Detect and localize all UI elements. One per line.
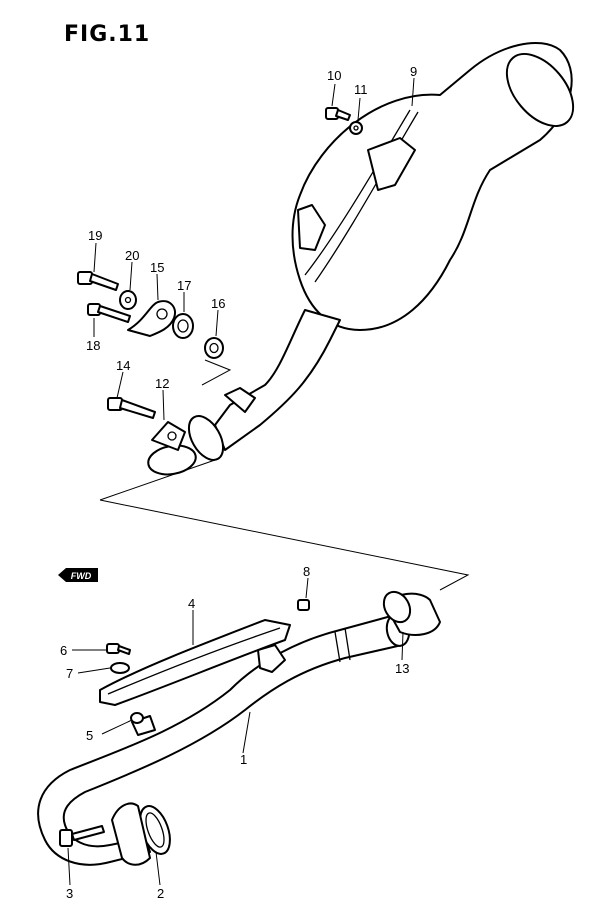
- heat-shield: [99, 619, 291, 706]
- muffler-inlet-pipe: [187, 309, 341, 461]
- bracket-15: [127, 300, 176, 337]
- callout-9: 9: [410, 64, 417, 79]
- callout-10: 10: [327, 68, 341, 83]
- callout-leaders: [67, 77, 415, 886]
- bolt-10: [325, 107, 351, 121]
- callout-13: 13: [395, 661, 409, 676]
- callout-12: 12: [155, 376, 169, 391]
- collar-16: [204, 337, 224, 359]
- fwd-badge-text: FWD: [71, 571, 92, 581]
- callout-2: 2: [157, 886, 164, 901]
- figure-title: FIG.11: [64, 22, 151, 47]
- grommet-17: [172, 313, 194, 339]
- callout-20: 20: [125, 248, 139, 263]
- assembly-line: [99, 459, 470, 591]
- callout-5: 5: [86, 728, 93, 743]
- assembly-line-hardware: [201, 359, 232, 386]
- bolt-19: [77, 271, 119, 291]
- callout-4: 4: [188, 596, 195, 611]
- callout-labels: 1 2 3 4 5 6 7 8 9 10 11 12 13 14 15 16 1…: [60, 64, 417, 901]
- stud-bolt-3: [59, 825, 105, 847]
- callout-17: 17: [177, 278, 191, 293]
- callout-3: 3: [66, 886, 73, 901]
- callout-18: 18: [86, 338, 100, 353]
- silencer-sleeve: [382, 590, 441, 636]
- washer-20: [119, 290, 137, 310]
- callout-8: 8: [303, 564, 310, 579]
- bolt-18: [87, 303, 131, 323]
- nut-8: [297, 599, 310, 611]
- bolt-14: [107, 397, 156, 419]
- callout-1: 1: [240, 752, 247, 767]
- washer-7: [110, 662, 130, 674]
- exhaust-flange: [111, 802, 151, 866]
- callout-16: 16: [211, 296, 225, 311]
- washer-5: [130, 712, 144, 724]
- callout-11: 11: [354, 82, 368, 97]
- callout-6: 6: [60, 643, 67, 658]
- callout-15: 15: [150, 260, 164, 275]
- muffler: [291, 42, 575, 331]
- washer-11: [349, 121, 363, 135]
- callout-7: 7: [66, 666, 73, 681]
- bolt-6: [106, 643, 131, 655]
- fwd-arrow-icon: FWD: [58, 568, 98, 582]
- callout-14: 14: [116, 358, 130, 373]
- callout-19: 19: [88, 228, 102, 243]
